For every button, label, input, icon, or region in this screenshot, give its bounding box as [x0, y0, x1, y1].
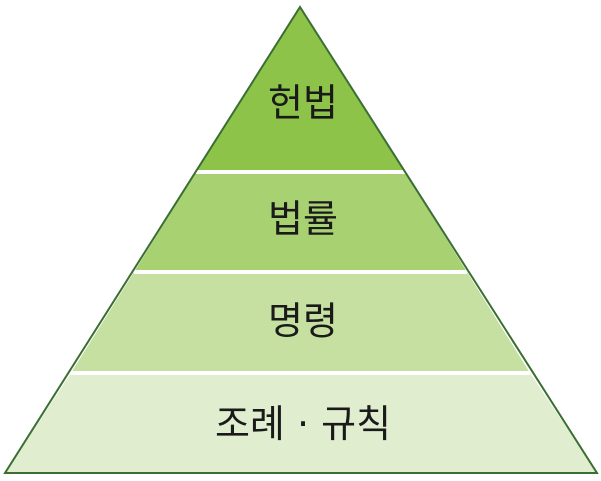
- tier-constitution: [196, 7, 405, 172]
- tier-label-order: 명령: [268, 299, 338, 343]
- tier-label-constitution: 헌법: [268, 81, 338, 125]
- tier-label-law: 법률: [268, 197, 338, 241]
- tier-law: [134, 172, 467, 272]
- tier-label-ordinance-rule: 조례 · 규칙: [215, 402, 391, 446]
- tier-order: [71, 272, 530, 373]
- tier-ordinance-rule: [5, 373, 597, 473]
- pyramid-outline: [3, 5, 599, 474]
